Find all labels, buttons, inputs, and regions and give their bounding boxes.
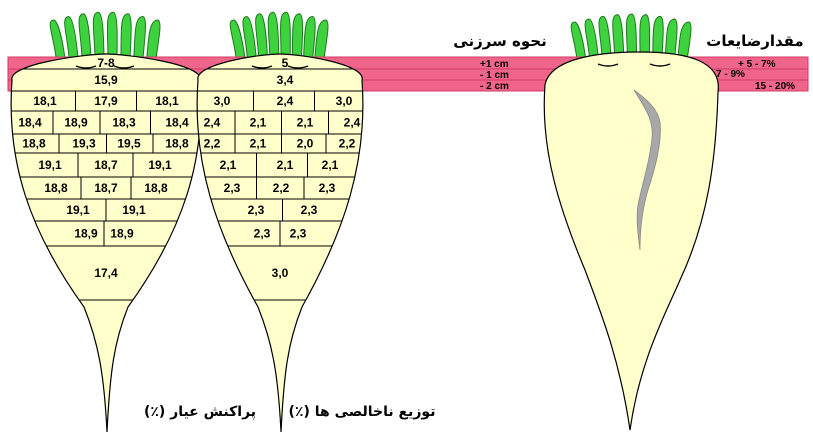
cell-value: 18,8: [165, 137, 189, 151]
plain-beet-body: [543, 51, 719, 431]
leaf-shape: [584, 18, 600, 65]
cell-value: 2,3: [254, 227, 271, 241]
crown-mark: [649, 63, 671, 67]
cell-value: 18,7: [94, 181, 118, 195]
loss-label-2: 7 - 9%: [716, 69, 745, 80]
cell-value: 3,4: [277, 73, 294, 87]
leaf-shape: [291, 13, 304, 63]
loss-amount-heading: مقدارضایعات: [706, 32, 803, 50]
cell-value: 2,4: [344, 116, 361, 130]
leaf-shape: [255, 13, 269, 63]
leaf-shape: [120, 13, 132, 63]
cell-value: 2,1: [250, 116, 267, 130]
cell-value: 17,9: [94, 94, 118, 108]
cell-value: 18,8: [22, 137, 46, 151]
leaf-shape: [106, 11, 118, 63]
leaf-shape: [133, 16, 146, 63]
cell-value: 2,1: [277, 158, 294, 172]
cell-value: 2,2: [273, 181, 290, 195]
loss-label-3: 15 - 20%: [755, 81, 795, 92]
cell-value: 18,9: [110, 227, 134, 241]
beet-1-leaves: [49, 11, 161, 63]
cell-value: 2,3: [319, 181, 336, 195]
cell-value: 2,3: [290, 227, 307, 241]
cell-value: 2,1: [322, 158, 339, 172]
crown-mark: [75, 65, 97, 69]
cell-value: 2,3: [224, 181, 241, 195]
impurity-beet-grid: [197, 68, 363, 301]
cell-value: 17,4: [94, 266, 118, 280]
beet-3-leaves: [570, 13, 692, 65]
cell-value: 3,0: [272, 266, 289, 280]
cut-level-labels: +1 cm - 1 cm - 2 cm + 5 - 7% 7 - 9% 15 -…: [480, 59, 795, 92]
cell-value: 15,9: [94, 73, 118, 87]
crown-mark: [287, 65, 309, 69]
leaf-shape: [78, 13, 92, 63]
cell-value: 18,4: [18, 116, 42, 130]
cell-value: 2,0: [297, 137, 314, 151]
leaf-shape: [49, 19, 67, 63]
crown-mark: [113, 65, 135, 69]
crown-marks: [75, 63, 671, 69]
leaf-shape: [242, 16, 258, 63]
cell-value: 2,1: [297, 116, 314, 130]
cell-value: 19,1: [122, 203, 146, 217]
cell-value: 19,1: [148, 158, 172, 172]
cell-value: 2,1: [220, 158, 237, 172]
cell-value: 3,0: [336, 94, 353, 108]
leaf-shape: [313, 19, 329, 63]
cell-value: 18,9: [64, 116, 88, 130]
cut-label-minus1: - 1 cm: [480, 70, 509, 81]
leaf-shape: [267, 11, 280, 63]
beet-crack: [633, 89, 661, 251]
loss-label-1: + 5 - 7%: [738, 59, 776, 70]
leaf-shape: [229, 19, 247, 63]
crown-mark: [251, 65, 273, 69]
cell-value: 2,3: [301, 203, 318, 217]
leaf-shape: [302, 16, 316, 63]
leaf-shape: [92, 11, 105, 63]
cell-value: 19,1: [38, 158, 62, 172]
cell-value: 2,1: [250, 137, 267, 151]
cell-value: 18,9: [74, 227, 98, 241]
cut-label-plus1: +1 cm: [480, 59, 509, 70]
cell-value: 19,3: [72, 137, 96, 151]
impurity-distribution-caption: توزیع ناخالصی ها (٪): [289, 404, 436, 420]
beet-2-leaves: [229, 11, 329, 63]
cell-value: 18,4: [165, 116, 189, 130]
leaf-shape: [64, 16, 79, 63]
cell-value: 19,5: [117, 137, 141, 151]
cell-value: 2,4: [204, 116, 221, 130]
cutting-method-heading: نحوه سرزنی: [453, 32, 546, 50]
cell-value: 18,8: [44, 181, 68, 195]
leaf-shape: [676, 21, 692, 65]
cell-value: 19,1: [66, 203, 90, 217]
cell-value: 2,4: [277, 94, 294, 108]
cell-value: 7-8: [97, 56, 115, 70]
crown-mark: [597, 63, 619, 67]
cut-label-minus2: - 2 cm: [480, 81, 509, 92]
cell-value: 3,0: [214, 94, 231, 108]
sugar-distribution-caption: پراکنش عیار (٪): [144, 404, 256, 420]
cell-value: 18,1: [33, 94, 57, 108]
cell-value: 5: [282, 56, 289, 70]
cell-value: 18,1: [155, 94, 179, 108]
sugar-beet-values: 7-8 15,9 18,1 17,9 18,1 18,4 18,9 18,3 18,4 18,8 1…: [18, 56, 189, 280]
cell-value: 2,2: [204, 137, 221, 151]
leaf-shape: [612, 14, 625, 65]
leaf-shape: [598, 15, 613, 65]
cell-value: 18,7: [94, 158, 118, 172]
cell-value: 18,8: [144, 181, 168, 195]
leaf-shape: [280, 11, 291, 63]
cell-value: 2,2: [339, 137, 356, 151]
cut-band-minus2: [7, 79, 809, 92]
cell-value: 18,3: [112, 116, 136, 130]
cell-value: 2,3: [248, 203, 265, 217]
leaf-shape: [570, 21, 588, 65]
leaf-shape: [145, 19, 161, 63]
